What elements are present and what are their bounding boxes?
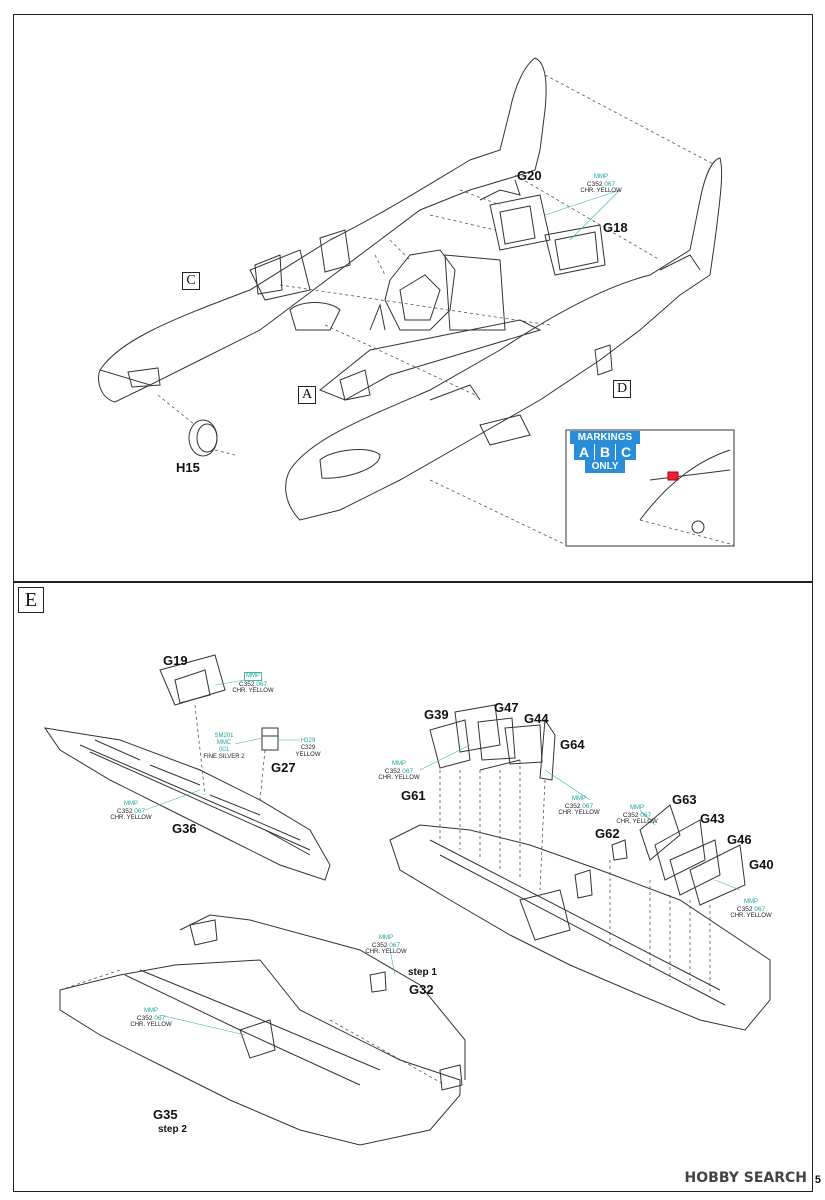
paint-brand: SM201	[214, 733, 234, 739]
paint-code: C352	[136, 1015, 153, 1022]
paint-code: C352	[564, 803, 581, 810]
paint-callout-g27-yellow: H329 C329 YELLOW	[290, 738, 326, 759]
paint-code-2: 067	[402, 768, 414, 775]
part-g44-label: G44	[524, 711, 549, 726]
paint-code: H329	[300, 738, 316, 744]
paint-code: C352	[238, 681, 255, 688]
paint-code: C352	[622, 812, 639, 819]
paint-callout-g27-silver: SM201 MMC 001 FINE SILVER 2	[200, 733, 248, 761]
marking-b: B	[595, 444, 615, 460]
part-g40-label: G40	[749, 857, 774, 872]
paint-code: 001	[218, 747, 229, 753]
markings-title: MARKINGS	[570, 431, 640, 444]
paint-name: CHR. YELLOW	[580, 188, 622, 194]
paint-brand: MMP	[572, 796, 586, 802]
part-g63-label: G63	[672, 792, 697, 807]
watermark: HOBBY SEARCH	[684, 1170, 807, 1186]
paint-code-2: 067	[154, 1015, 166, 1022]
part-g62-label: G62	[595, 826, 620, 841]
part-g61-label: G61	[401, 788, 426, 803]
paint-code-2: 067	[604, 181, 616, 188]
section-letter-a: A	[298, 386, 316, 404]
paint-callout-g35: MMP C352 067 CHR. YELLOW	[130, 1008, 172, 1029]
paint-name: CHR. YELLOW	[558, 810, 600, 816]
page-number: 5	[814, 1174, 821, 1186]
paint-callout-g63: MMP C352 067 CHR. YELLOW	[616, 805, 658, 826]
part-g64-label: G64	[560, 737, 585, 752]
paint-callout-g61: MMP C352 067 CHR. YELLOW	[558, 796, 600, 817]
paint-brand: MMP	[124, 801, 138, 807]
markings-only: ONLY	[585, 460, 625, 473]
paint-callout-g39: MMP C352 067 CHR. YELLOW	[378, 761, 420, 782]
paint-code: C352	[384, 768, 401, 775]
part-g47-label: G47	[494, 700, 519, 715]
part-g19-label: G19	[163, 653, 188, 668]
paint-brand: MMP	[594, 174, 608, 180]
paint-name: CHR. YELLOW	[365, 949, 407, 955]
paint-brand: MMP	[392, 761, 406, 767]
paint-name: CHR. YELLOW	[730, 913, 772, 919]
paint-code: C352	[736, 906, 753, 913]
paint-brand: MMP	[379, 935, 393, 941]
part-g32-label: G32	[409, 982, 434, 997]
paint-name: CHR. YELLOW	[110, 815, 152, 821]
paint-brand: MMP	[630, 805, 644, 811]
bottom-diagram-frame	[13, 582, 813, 1192]
paint-name: CHR. YELLOW	[616, 819, 658, 825]
paint-code-2: 067	[640, 812, 652, 819]
part-g36-label: G36	[172, 821, 197, 836]
paint-code: C352	[116, 808, 133, 815]
paint-code: C352	[586, 181, 603, 188]
step-2-label: step 2	[158, 1124, 187, 1135]
part-g18-label: G18	[603, 220, 628, 235]
marking-a: A	[574, 444, 594, 460]
paint-callout-g19: MMP C352 067 CHR. YELLOW	[232, 672, 274, 695]
paint-name: FINE SILVER 2	[203, 754, 245, 760]
paint-code: C352	[371, 942, 388, 949]
paint-callout-g32: MMP C352 067 CHR. YELLOW	[365, 935, 407, 956]
paint-code-2: 067	[582, 803, 594, 810]
paint-callout-g40: MMP C352 067 CHR. YELLOW	[730, 899, 772, 920]
part-g39-label: G39	[424, 707, 449, 722]
paint-brand: MMP	[744, 899, 758, 905]
part-g35-label: G35	[153, 1107, 178, 1122]
paint-code-2: 067	[134, 808, 146, 815]
part-g20-label: G20	[517, 168, 542, 183]
section-letter-c: C	[182, 272, 200, 290]
step-e-box: E	[18, 587, 44, 613]
part-g27-label: G27	[271, 760, 296, 775]
paint-name: CHR. YELLOW	[378, 775, 420, 781]
paint-name: YELLOW	[295, 752, 321, 758]
paint-callout-g36: MMP C352 067 CHR. YELLOW	[110, 801, 152, 822]
markings-badge: MARKINGS A B C ONLY	[570, 431, 640, 473]
paint-code-2: 067	[389, 942, 401, 949]
section-letter-d: D	[613, 380, 631, 398]
part-g46-label: G46	[727, 832, 752, 847]
part-h15-label: H15	[176, 460, 200, 475]
paint-name: CHR. YELLOW	[232, 688, 274, 694]
paint-brand: MMP	[246, 673, 260, 679]
paint-code-2: 067	[256, 681, 268, 688]
paint-name: CHR. YELLOW	[130, 1022, 172, 1028]
part-g43-label: G43	[700, 811, 725, 826]
paint-brand-2: MMC	[216, 740, 232, 746]
paint-code-2: 067	[754, 906, 766, 913]
paint-code-2: C329	[300, 745, 316, 751]
step-1-label: step 1	[408, 967, 437, 978]
paint-callout-top: MMP C352 067 CHR. YELLOW	[580, 174, 622, 195]
top-diagram-frame	[13, 14, 813, 582]
marking-c: C	[616, 444, 636, 460]
paint-brand: MMP	[144, 1008, 158, 1014]
